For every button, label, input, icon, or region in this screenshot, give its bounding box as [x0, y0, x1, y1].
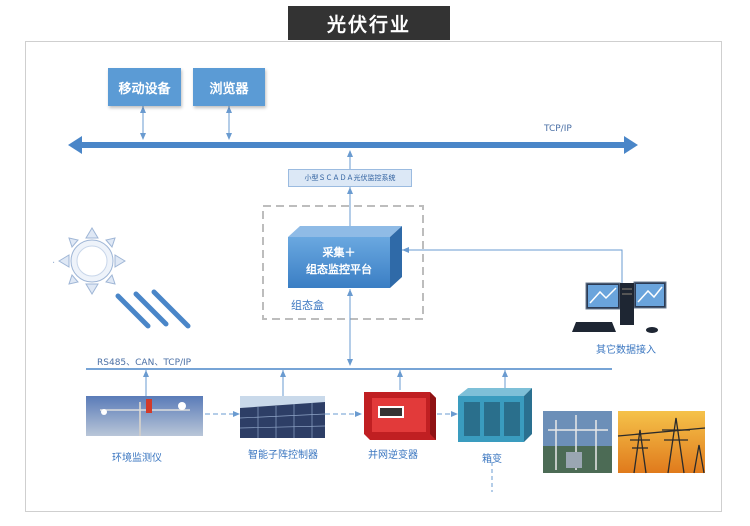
page-title: 光伏行业 [288, 6, 450, 40]
computer-icon [572, 281, 667, 333]
acquisition-cube [288, 226, 402, 288]
substation-photo [543, 411, 612, 473]
environment-monitor-photo [86, 396, 203, 436]
light-rays [115, 289, 191, 329]
mobile-device-box: 移动设备 [108, 68, 181, 106]
scada-label: 小型ＳＣＡＤＡ光伏监控系统 [304, 174, 396, 182]
group-box-label: 组态盒 [291, 299, 324, 312]
other-data-label: 其它数据接入 [596, 345, 656, 356]
field-device-label: 环境监测仪 [112, 453, 162, 464]
svg-text:·: · [52, 258, 55, 269]
solar-panel-photo [239, 396, 326, 438]
power-tower-photo [617, 411, 706, 474]
cube-line-1: 采集＋ [322, 246, 356, 259]
browser-label: 浏览器 [209, 81, 249, 97]
field-device-label: 并网逆变器 [368, 450, 418, 461]
browser-box: 浏览器 [193, 68, 265, 106]
cube-line-2: 组态监控平台 [306, 263, 372, 276]
field-device-label: 箱变 [482, 454, 502, 465]
cube-text: 采集＋ 组态监控平台 [288, 244, 390, 278]
scada-box: 小型ＳＣＡＤＡ光伏监控系统 [288, 169, 412, 187]
field-device-label: 智能子阵控制器 [248, 450, 318, 461]
group-box [262, 205, 424, 320]
sun-icon: · [52, 227, 126, 295]
box-transformer-icon [458, 388, 532, 442]
tcpip-bus [68, 136, 638, 154]
field-bus-label: RS485、CAN、TCP/IP [97, 358, 192, 368]
tcpip-label: TCP/IP [544, 124, 572, 134]
mobile-device-label: 移动设备 [118, 81, 171, 97]
inverter-icon [364, 392, 436, 440]
diagram-frame [25, 41, 722, 512]
